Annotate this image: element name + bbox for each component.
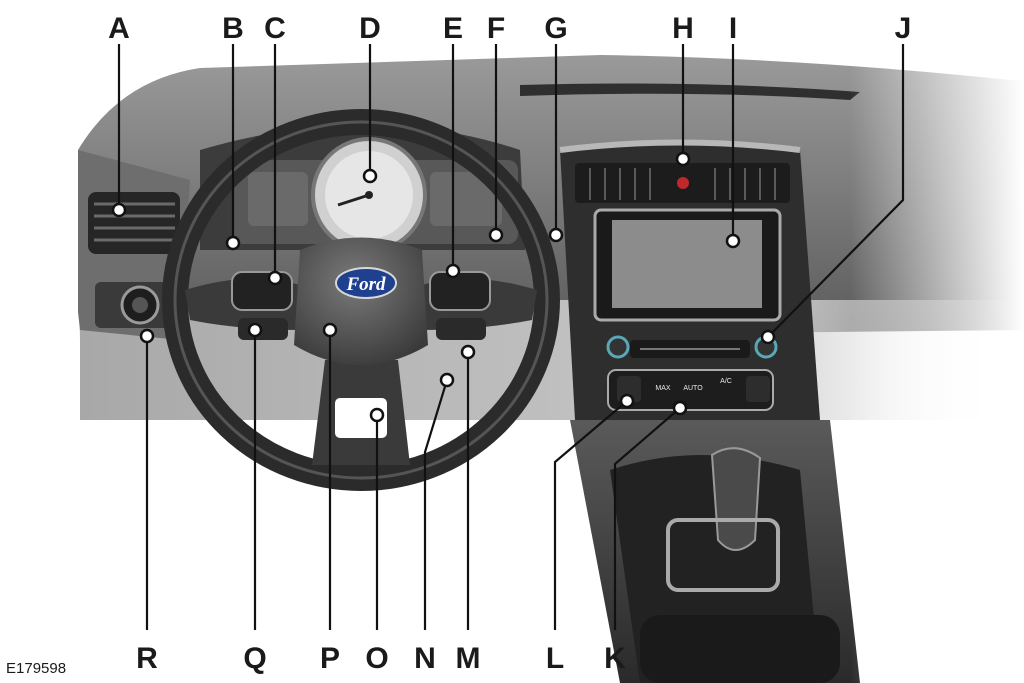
leader-dots	[111, 151, 776, 423]
callout-a: A	[108, 12, 130, 45]
callout-o: O	[365, 642, 388, 675]
callout-b: B	[222, 12, 244, 45]
volume-knob	[606, 335, 630, 359]
windshield-trim	[520, 83, 860, 100]
callout-h: H	[672, 12, 694, 45]
ford-logo-icon	[335, 267, 397, 299]
callout-p: P	[320, 642, 340, 675]
callout-k: K	[604, 642, 626, 675]
airbag-cover	[294, 237, 428, 365]
leader-lines	[117, 44, 905, 630]
callout-e: E	[443, 12, 463, 45]
callout-n: N	[414, 642, 436, 675]
climate-control-panel	[607, 369, 774, 411]
touchscreen-display	[612, 220, 762, 308]
ford-logo-text: Ford	[345, 274, 386, 295]
callout-r: R	[136, 642, 158, 675]
callout-g: G	[544, 12, 567, 45]
gear-selector	[710, 447, 762, 551]
figure-code: E179598	[6, 660, 66, 677]
callout-m: M	[456, 642, 481, 675]
callout-q: Q	[243, 642, 266, 675]
callout-i: I	[729, 12, 737, 45]
climate-ac-label: A/C	[720, 378, 732, 385]
lighting-control	[95, 282, 175, 328]
center-stack	[559, 139, 820, 420]
hazard-button-icon	[677, 177, 689, 189]
climate-max-label: MAX	[655, 385, 671, 392]
left-air-vent	[88, 192, 180, 254]
callout-l: L	[546, 642, 564, 675]
climate-auto-label: AUTO	[683, 385, 703, 392]
callout-f: F	[487, 12, 505, 45]
callout-j: J	[895, 12, 912, 45]
callout-d: D	[359, 12, 381, 45]
center-console	[570, 420, 860, 683]
callout-c: C	[264, 12, 286, 45]
